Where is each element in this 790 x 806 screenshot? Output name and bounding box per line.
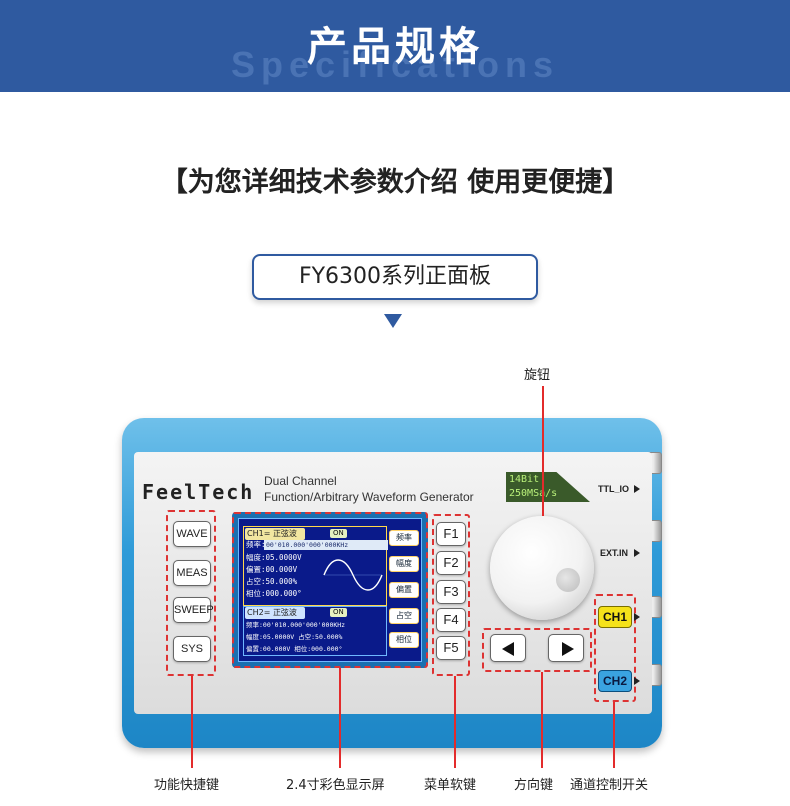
soft-keys-callout-line [454,676,456,768]
port-arrow-icon [634,485,640,493]
screen-btn-offset[interactable]: 偏置 [389,582,419,598]
spec-rate: 250MSa/s [509,488,558,499]
ch2-title: CH2= 正弦波 [245,607,305,619]
ch2-line-freq: 频率:00'010.000'000'000KHz [246,621,346,629]
ch1-button[interactable]: CH1 [598,606,632,628]
soft-keys-caption: 菜单软键 [424,778,477,793]
screen-btn-freq[interactable]: 频率 [389,530,419,546]
port-arrow-icon [634,613,640,621]
f5-key[interactable]: F5 [436,636,466,660]
knob-callout-line [542,386,544,516]
direction-keys-highlight [482,628,592,672]
sys-key[interactable]: SYS [173,636,211,662]
ch1-panel [243,526,387,606]
ch2-panel [243,606,387,656]
port-label-extin: EXT.IN [600,548,629,558]
ch2-state: ON [330,608,347,617]
ch1-duty: 占空:50.000% [246,577,298,586]
left-arrow-key[interactable] [490,634,526,662]
meas-key[interactable]: MEAS [173,560,211,586]
port-arrow-icon [634,549,640,557]
wave-key[interactable]: WAVE [173,521,211,547]
down-arrow-icon [384,314,402,328]
soft-keys-highlight [432,514,470,676]
port-arrow-icon [634,677,640,685]
function-keys-callout-line [191,676,193,768]
subtitle: 【为您详细技术参数介绍 使用更便捷】 [160,167,630,198]
f3-key[interactable]: F3 [436,580,466,604]
ch1-freq-field [264,540,388,550]
header-ghost-text: Specifications [230,44,560,85]
ch1-title: CH1= 正弦波 [245,528,305,540]
display-callout-line [339,668,341,768]
ch1-state: ON [330,529,347,538]
ch2-button[interactable]: CH2 [598,670,632,692]
f1-key[interactable]: F1 [436,522,466,546]
f4-key[interactable]: F4 [436,608,466,632]
direction-keys-caption: 方向键 [514,778,554,793]
spec-bits: 14Bit [509,474,540,485]
screen-btn-phase[interactable]: 相位 [389,632,419,648]
screen-btn-amplitude[interactable]: 幅度 [389,556,419,572]
ch2-line-offset-phase: 偏置:00.000V 相位:000.000° [246,645,343,653]
ch1-offset: 偏置:00.000V [246,565,298,574]
screen-btn-duty[interactable]: 占空 [389,608,419,624]
knob-caption: 旋钮 [524,368,551,383]
knob-dimple [556,568,580,592]
brand-desc-line2: Function/Arbitrary Waveform Generator [264,490,474,504]
display-caption: 2.4寸彩色显示屏 [286,778,385,793]
right-arrow-icon [562,642,574,656]
right-arrow-key[interactable] [548,634,584,662]
sweep-key[interactable]: SWEEP [173,597,214,623]
direction-keys-callout-line [541,672,543,768]
ch1-phase: 相位:000.000° [246,589,302,598]
ch1-freq-value: 00'010.000'000'000KHz [266,541,349,549]
function-keys-caption: 功能快捷键 [154,778,220,793]
display-highlight [232,512,428,668]
function-keys-highlight [166,510,216,676]
channel-switch-callout-line [613,702,615,768]
rotary-knob[interactable] [490,516,594,620]
port-label-ttl: TTL_IO [598,484,629,494]
channel-switch-caption: 通道控制开关 [570,778,649,793]
ch1-freq-label: 频率: [246,540,266,549]
f2-key[interactable]: F2 [436,551,466,575]
sine-wave-preview [322,553,384,597]
channel-switch-highlight [594,594,636,702]
header-title: 产品规格 [307,24,483,70]
brand-desc-line1: Dual Channel [264,474,337,488]
header-band: Specifications 产品规格 [0,0,790,92]
ch2-line-amp-duty: 幅度:05.0000V 占空:50.000% [246,633,343,641]
left-arrow-icon [502,642,514,656]
ch1-amplitude: 幅度:05.0000V [246,553,302,562]
brand-logo: FeelTech [142,480,255,504]
model-label-box: FY6300系列正面板 [252,254,538,300]
